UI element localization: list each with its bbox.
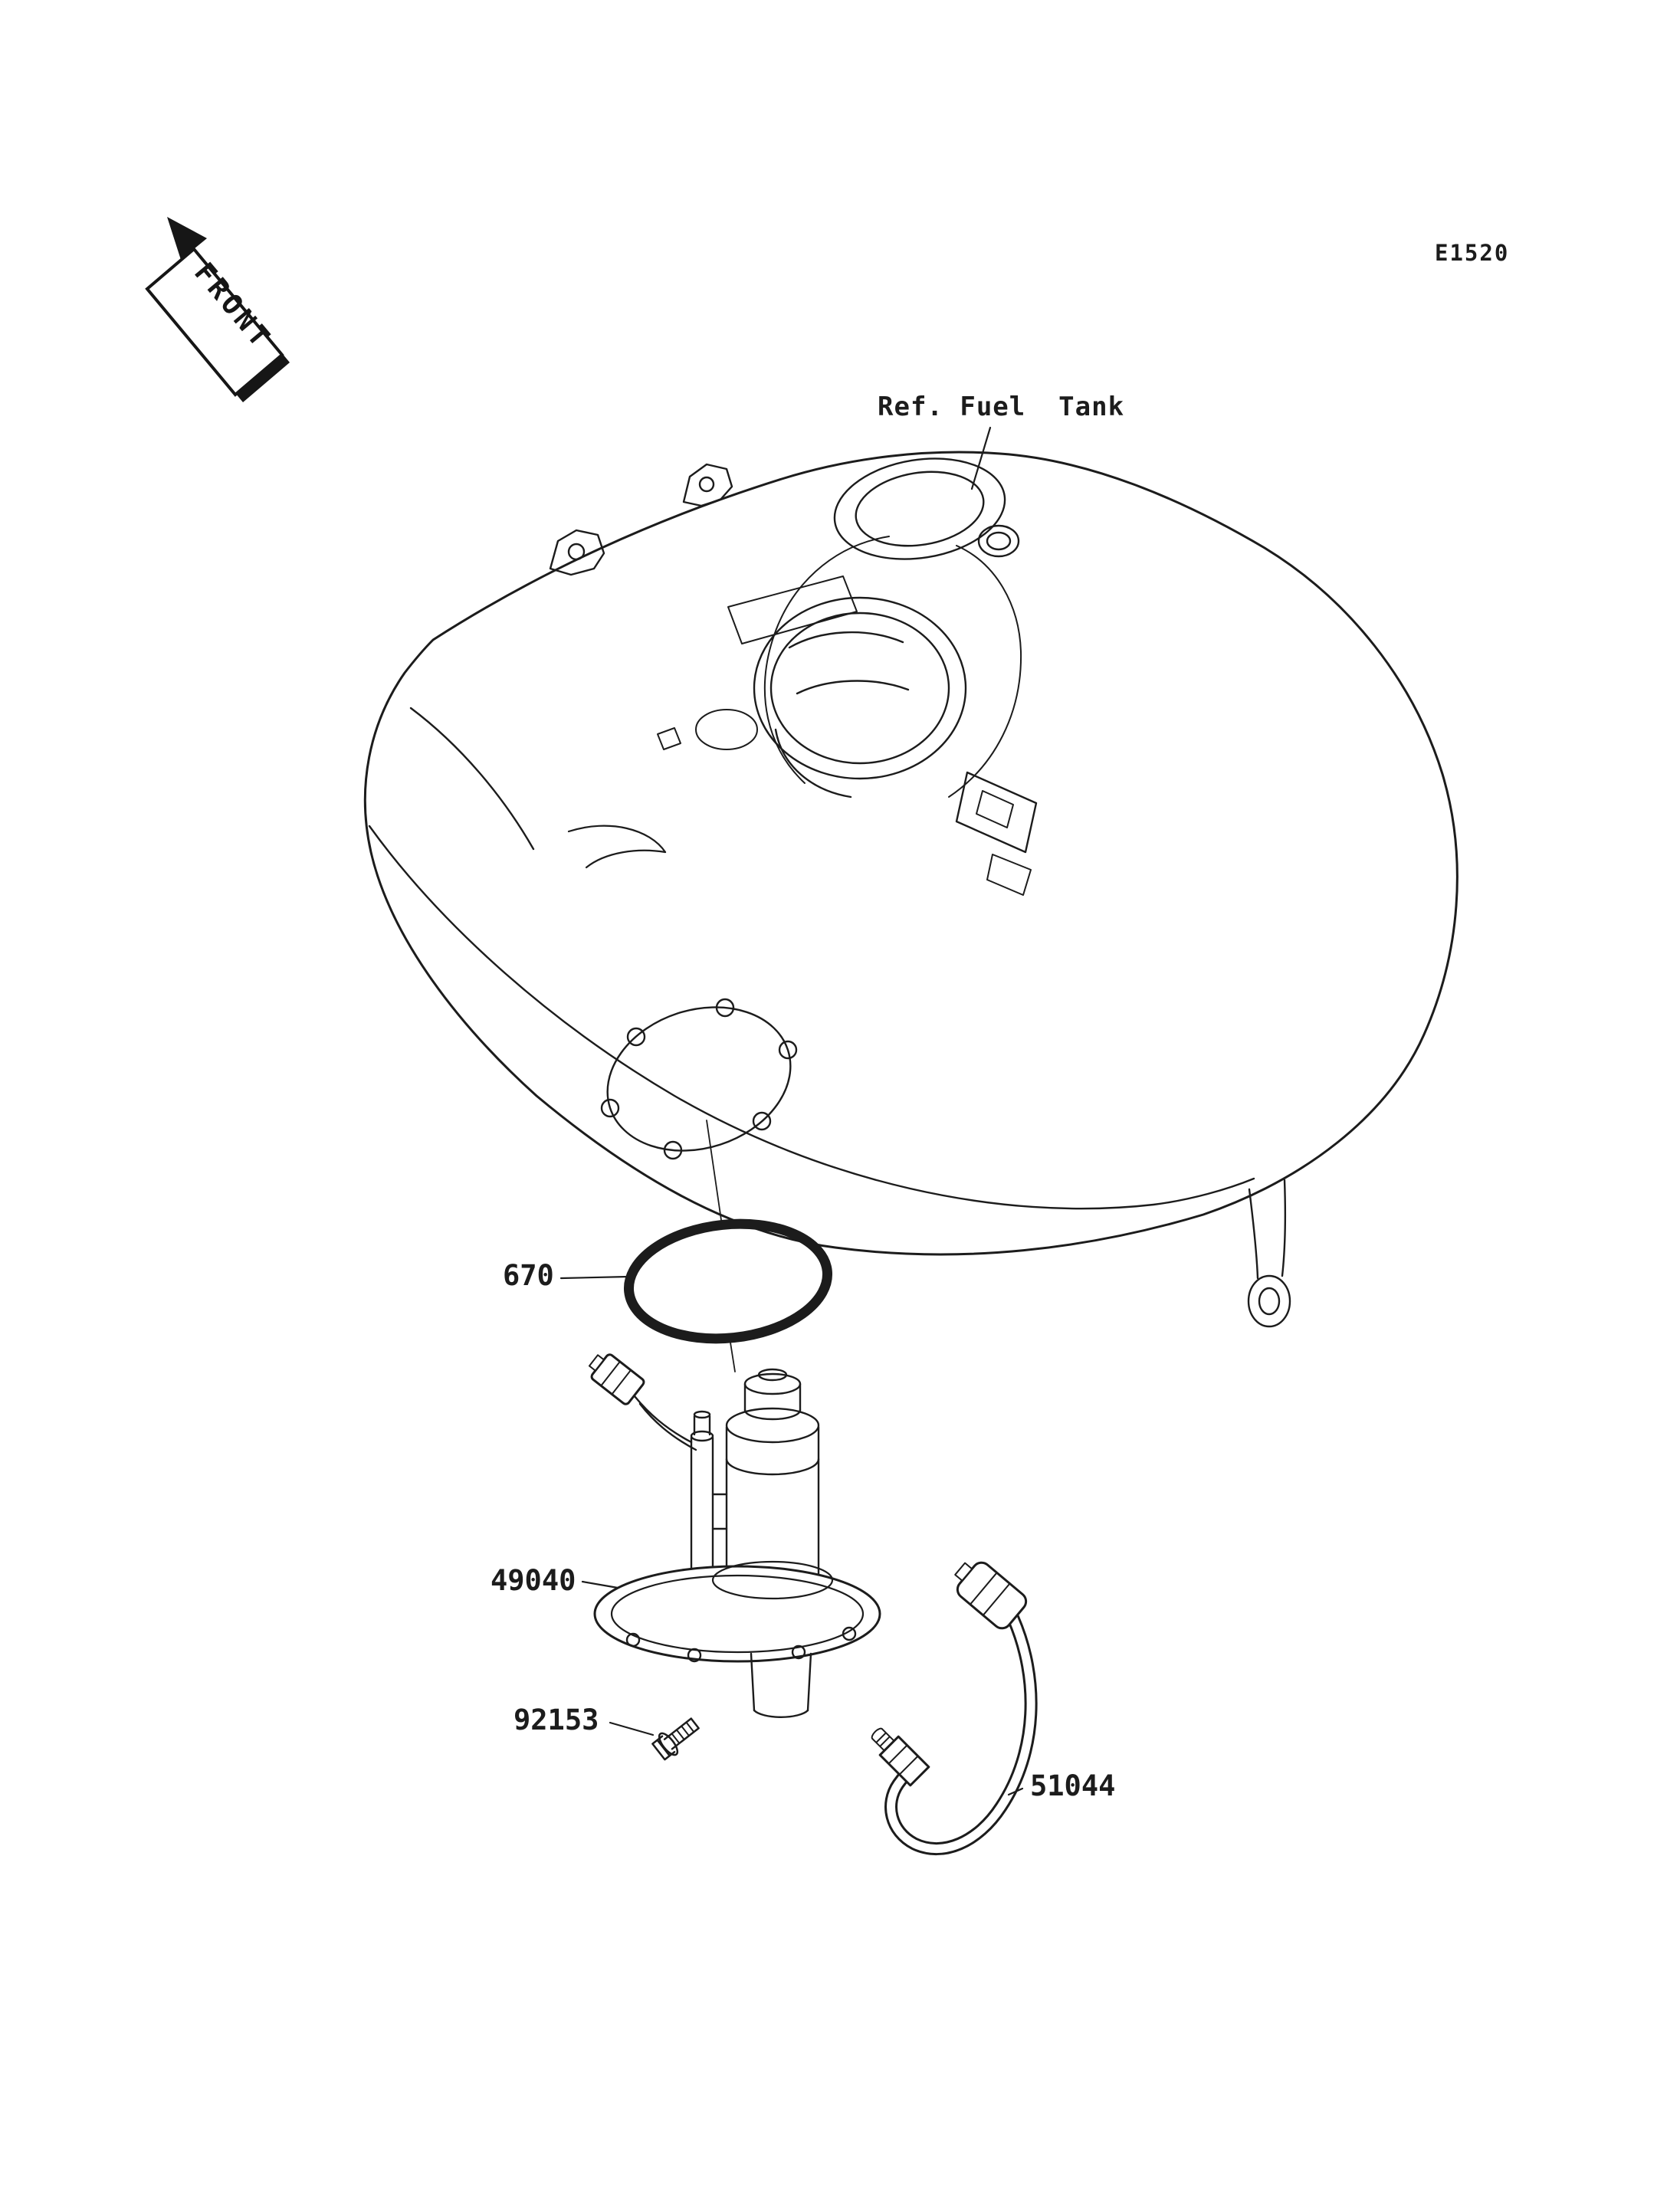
hose-tube-inner — [887, 1614, 1035, 1854]
tank-decal-outline — [727, 575, 858, 644]
tank-front-crease-line — [409, 707, 535, 851]
tank-side-swoosh — [567, 825, 667, 854]
hose-nut-fitting — [871, 1727, 930, 1787]
front-arrow-icon — [167, 217, 207, 260]
leader-92153 — [609, 1721, 655, 1736]
front-mount-tab-right — [682, 463, 733, 507]
console-recess-left — [764, 536, 890, 784]
console-bracket — [955, 771, 1038, 896]
explode-axis-lower — [730, 1342, 736, 1372]
front-marker-box — [145, 247, 284, 397]
pump-flange-plate — [593, 1565, 881, 1663]
doc-code: E1520 — [1435, 240, 1510, 266]
front-mount-tab-left — [549, 529, 605, 576]
part-label-49040: 49040 — [491, 1564, 576, 1597]
pump-connector — [588, 1353, 645, 1405]
hose-tube-outer — [884, 1612, 1038, 1856]
tank-top-detail-ellipse — [695, 709, 758, 750]
fuel-hose-51044 — [871, 1561, 1038, 1856]
bolt-92153 — [651, 1717, 700, 1761]
fuel-filler-neck — [833, 457, 1020, 560]
hose-end-fitting — [954, 1561, 1028, 1630]
ref-fuel-tank-label: Ref. Fuel Tank — [878, 392, 1125, 422]
console-recess-right — [948, 545, 1022, 798]
pump-wire — [633, 1395, 693, 1444]
o-ring-670 — [623, 1218, 833, 1344]
leader-51044 — [1007, 1787, 1024, 1796]
leader-49040 — [581, 1580, 619, 1589]
leader-ref-fuel-tank — [970, 426, 992, 490]
pump-wire — [638, 1402, 697, 1451]
part-label-51044: 51044 — [1030, 1769, 1116, 1802]
part-label-670: 670 — [503, 1259, 554, 1292]
tank-side-seam-line — [368, 825, 1255, 1210]
fuel-gauge-opening — [753, 596, 967, 798]
part-label-92153: 92153 — [514, 1703, 599, 1736]
rear-mount-grommet — [1247, 1179, 1291, 1328]
fuel-pump-assembly-49040 — [588, 1353, 881, 1718]
tank-top-detail-square — [657, 727, 681, 750]
bottom-access-panel — [600, 998, 798, 1160]
tank-side-swoosh-lower — [585, 849, 667, 869]
explode-axis-upper — [706, 1120, 722, 1221]
fuel-tank-outline — [363, 451, 1459, 1256]
front-marker: FRONT — [145, 217, 290, 402]
fuel-tank-drawing — [363, 451, 1459, 1328]
leader-670 — [559, 1275, 630, 1280]
